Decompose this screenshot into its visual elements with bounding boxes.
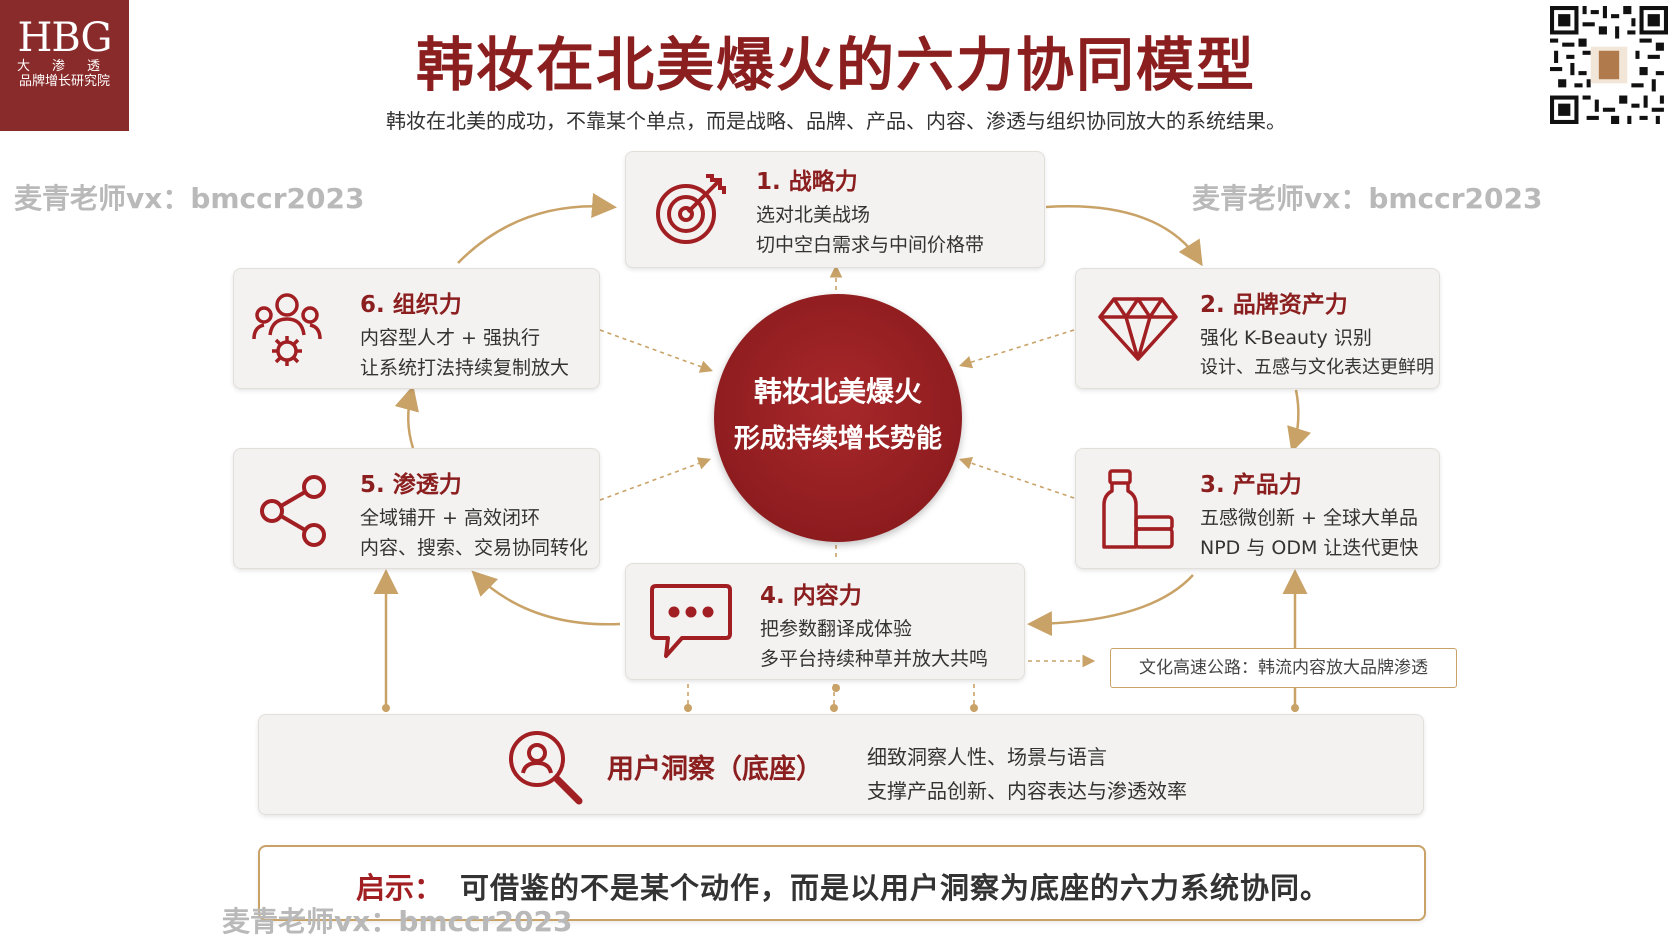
force-title: 4. 内容力 xyxy=(760,583,862,609)
force-box-penetration: 5. 渗透力 全域铺开 + 高效闭环 内容、搜索、交易协同转化 xyxy=(233,448,600,569)
force-line: 多平台持续种草并放大共鸣 xyxy=(760,648,989,670)
force-line: 把参数翻译成体验 xyxy=(760,618,913,640)
force-title: 3. 产品力 xyxy=(1200,472,1302,498)
insight-text: 可借鉴的不是某个动作，而是以用户洞察为底座的六力系统协同。 xyxy=(460,871,1331,905)
center-goal: 韩妆北美爆火 形成持续增长势能 xyxy=(714,294,962,542)
force-line: 内容、搜索、交易协同转化 xyxy=(360,537,589,559)
base-line: 细致洞察人性、场景与语言 xyxy=(867,745,1107,769)
qr-code-icon xyxy=(1550,6,1668,124)
insight-label: 启示： xyxy=(356,871,444,905)
base-user-insight: 用户洞察（底座） 细致洞察人性、场景与语言 支撑产品创新、内容表达与渗透效率 xyxy=(258,714,1424,815)
share-network-icon xyxy=(258,471,328,555)
diamond-icon xyxy=(1098,295,1178,367)
page-title: 韩妆在北美爆火的六力协同模型 xyxy=(415,31,1256,99)
force-title: 6. 组织力 xyxy=(360,292,462,318)
force-line: 内容型人才 + 强执行 xyxy=(360,327,540,349)
center-line2: 形成持续增长势能 xyxy=(733,424,942,454)
force-line: 切中空白需求与中间价格带 xyxy=(756,234,985,256)
chat-bubble-icon xyxy=(648,582,734,666)
watermark-bottom: 麦青老师vx：bmccr2023 xyxy=(222,905,573,938)
force-line: 让系统打法持续复制放大 xyxy=(360,357,570,379)
force-box-strategy: 1. 战略力 选对北美战场 切中空白需求与中间价格带 xyxy=(625,151,1045,268)
bottle-jar-icon xyxy=(1100,469,1176,555)
center-line1: 韩妆北美爆火 xyxy=(753,375,922,408)
force-box-product: 3. 产品力 五感微创新 + 全球大单品 NPD 与 ODM 让迭代更快 xyxy=(1075,448,1440,569)
logo-org-name: 品牌增长研究院 xyxy=(18,74,110,89)
force-title: 5. 渗透力 xyxy=(360,472,462,498)
culture-highway-label: 文化高速公路：韩流内容放大品牌渗透 xyxy=(1110,648,1457,688)
hbg-logo: HBG 大渗透 品牌增长研究院 xyxy=(0,0,129,131)
watermark-left: 麦青老师vx：bmccr2023 xyxy=(14,182,365,215)
base-title: 用户洞察（底座） xyxy=(607,754,823,785)
target-icon xyxy=(650,170,730,254)
force-box-content: 4. 内容力 把参数翻译成体验 多平台持续种草并放大共鸣 xyxy=(625,563,1025,680)
force-line: 全域铺开 + 高效闭环 xyxy=(360,507,540,529)
force-box-brand: 2. 品牌资产力 强化 K-Beauty 识别 设计、五感与文化表达更鲜明 xyxy=(1075,268,1440,389)
force-line: 五感微创新 + 全球大单品 xyxy=(1200,507,1418,529)
force-title: 2. 品牌资产力 xyxy=(1200,292,1348,318)
user-search-icon xyxy=(507,729,585,809)
base-line: 支撑产品创新、内容表达与渗透效率 xyxy=(867,779,1187,803)
force-line: 设计、五感与文化表达更鲜明 xyxy=(1200,357,1434,378)
page-subtitle: 韩妆在北美的成功，不靠某个单点，而是战略、品牌、产品、内容、渗透与组织协同放大的… xyxy=(386,109,1286,133)
force-line: 选对北美战场 xyxy=(756,204,871,226)
force-line: NPD 与 ODM 让迭代更快 xyxy=(1200,537,1419,559)
team-gear-icon xyxy=(252,291,322,375)
force-line: 强化 K-Beauty 识别 xyxy=(1200,327,1372,349)
logo-tagline: 大渗透 xyxy=(16,59,122,74)
force-box-organization: 6. 组织力 内容型人才 + 强执行 让系统打法持续复制放大 xyxy=(233,268,600,389)
watermark-right: 麦青老师vx：bmccr2023 xyxy=(1192,182,1543,215)
insight-banner: 启示： 可借鉴的不是某个动作，而是以用户洞察为底座的六力系统协同。 xyxy=(258,845,1426,921)
logo-mark: HBG xyxy=(17,15,113,61)
force-title: 1. 战略力 xyxy=(756,169,858,195)
